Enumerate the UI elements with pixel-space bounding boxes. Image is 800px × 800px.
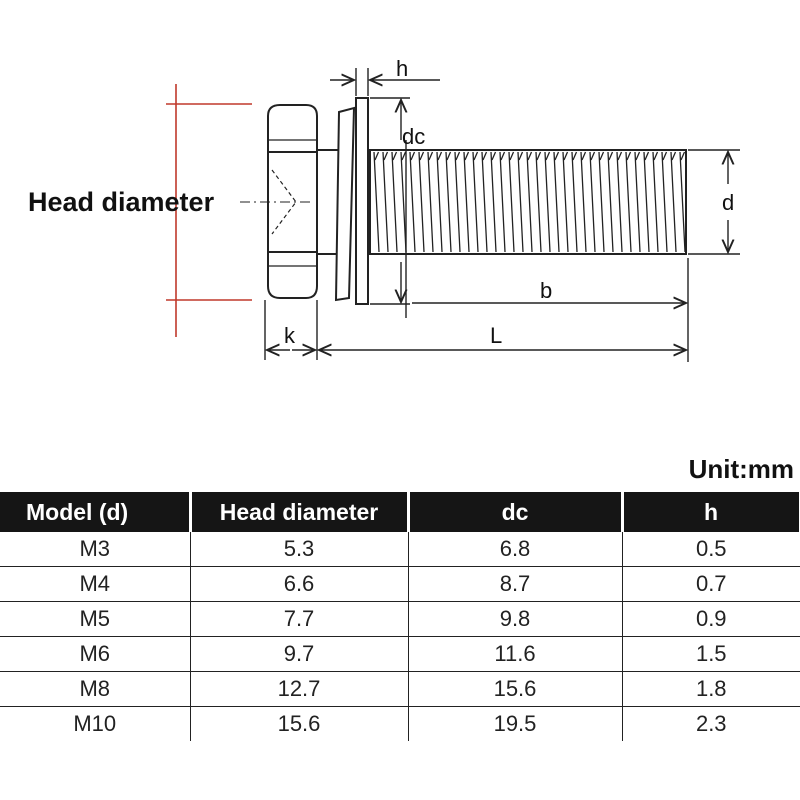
L-label: L — [490, 323, 502, 348]
column-header-model: Model (d) — [0, 492, 192, 532]
cell-model: M6 — [0, 636, 190, 672]
cell-head-diameter: 7.7 — [189, 601, 408, 637]
cell-model: M4 — [0, 566, 190, 602]
dc-label: dc — [402, 124, 425, 149]
h-label: h — [396, 56, 408, 81]
cell-h: 1.8 — [621, 671, 800, 707]
cell-h: 0.9 — [621, 601, 800, 637]
b-label: b — [540, 278, 552, 303]
cell-dc: 11.6 — [407, 636, 622, 672]
flat-washer — [355, 97, 369, 305]
cell-head-diameter: 15.6 — [189, 706, 408, 741]
head-diameter-label: Head diameter — [28, 187, 215, 217]
cell-dc: 8.7 — [407, 566, 622, 602]
table-row: M10 15.6 19.5 2.3 — [0, 706, 800, 741]
cell-dc: 15.6 — [407, 671, 622, 707]
column-header-head-diameter: Head diameter — [188, 492, 410, 532]
cell-head-diameter: 5.3 — [189, 532, 408, 567]
table-row: M6 9.7 11.6 1.5 — [0, 636, 800, 672]
head-diameter-dimension — [166, 84, 252, 337]
cell-dc: 9.8 — [407, 601, 622, 637]
spring-washer — [334, 106, 356, 302]
spec-table: Model (d) Head diameter dc h M3 5.3 6.8 … — [0, 492, 800, 741]
cell-model: M5 — [0, 601, 190, 637]
d-label: d — [722, 190, 734, 215]
thread-lines — [373, 151, 686, 253]
cell-model: M3 — [0, 532, 190, 567]
cell-dc: 6.8 — [407, 532, 622, 567]
k-label: k — [284, 323, 296, 348]
unit-label: Unit:mm — [688, 454, 794, 484]
table-header-row: Model (d) Head diameter dc h — [0, 492, 800, 532]
cell-head-diameter: 9.7 — [189, 636, 408, 672]
cell-head-diameter: 12.7 — [189, 671, 408, 707]
table-row: M8 12.7 15.6 1.8 — [0, 671, 800, 707]
bolt-dimension-diagram: Head diameter h dc — [28, 56, 740, 362]
column-header-dc: dc — [406, 492, 624, 532]
b-dimension — [412, 258, 689, 362]
table-row: M5 7.7 9.8 0.9 — [0, 601, 800, 637]
cell-h: 0.5 — [621, 532, 800, 567]
cell-h: 1.5 — [621, 636, 800, 672]
table-row: M4 6.6 8.7 0.7 — [0, 566, 800, 602]
threaded-shank — [369, 149, 687, 255]
dc-dimension — [370, 97, 410, 318]
cell-model: M8 — [0, 671, 190, 707]
bolt-head — [240, 104, 318, 299]
k-dimension — [264, 300, 318, 360]
cell-head-diameter: 6.6 — [189, 566, 408, 602]
column-header-h: h — [620, 492, 800, 532]
cell-dc: 19.5 — [407, 706, 622, 741]
d-dimension — [688, 149, 740, 255]
cell-model: M10 — [73, 711, 117, 736]
cell-h: 2.3 — [621, 706, 800, 741]
table-row: M3 5.3 6.8 0.5 — [0, 532, 800, 567]
cell-h: 0.7 — [621, 566, 800, 602]
bolt-neck — [316, 149, 340, 255]
h-dimension — [330, 68, 440, 96]
